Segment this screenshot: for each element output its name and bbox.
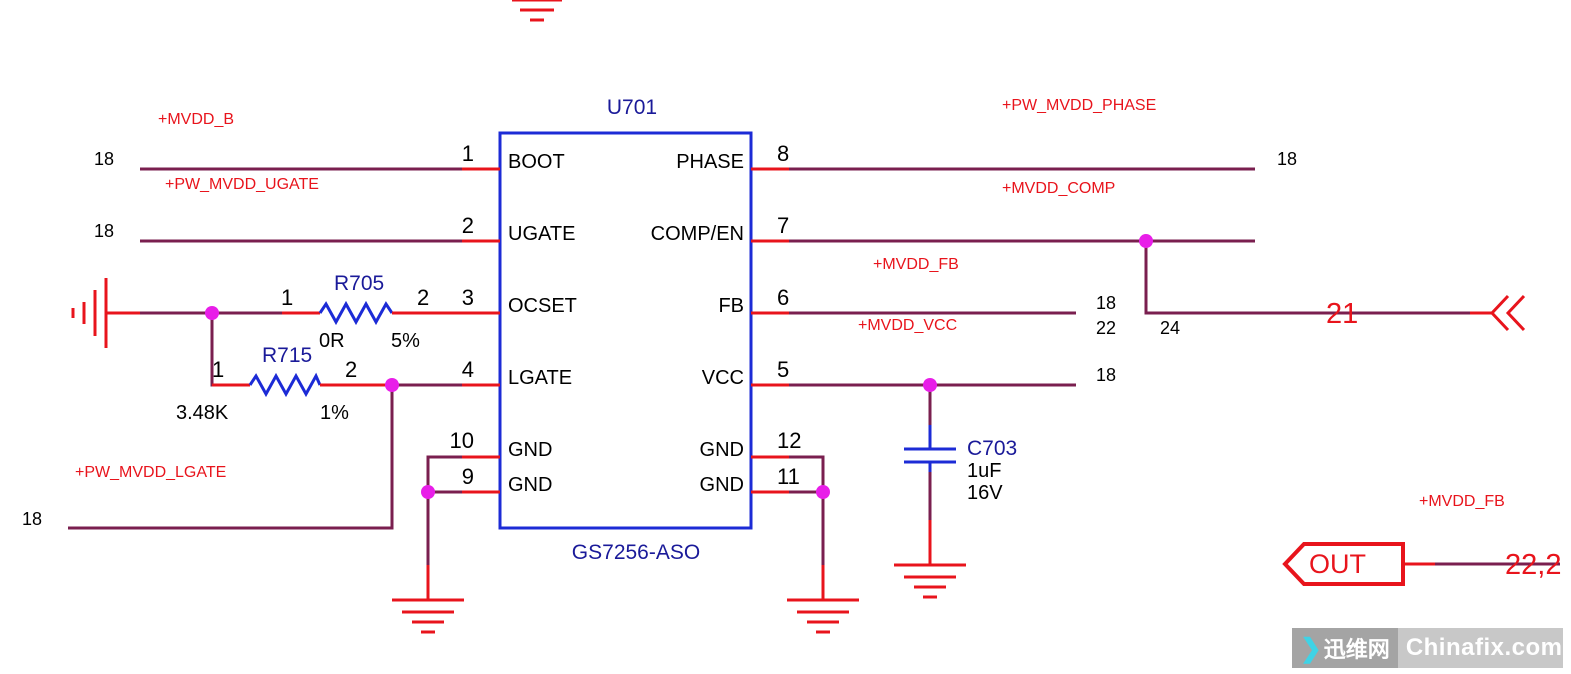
c703-ref: C703	[967, 437, 1017, 460]
sheet-ref-ugate: 18	[94, 221, 114, 241]
pin-name-boot: BOOT	[508, 151, 565, 173]
sheet-ref-boot: 18	[94, 149, 114, 169]
sheet-ref-out-big: 22,2	[1505, 549, 1561, 581]
ic-body	[498, 131, 753, 530]
net-label-mvdd-comp: +MVDD_COMP	[1002, 180, 1115, 197]
chip-part: GS7256-ASO	[572, 541, 700, 564]
sheet-ref-fb-b: 22	[1096, 318, 1116, 338]
junction-vcc	[923, 378, 937, 392]
pin-num-7: 7	[777, 213, 789, 238]
sheet-ref-comp: 24	[1160, 318, 1180, 338]
pin-name-ocset: OCSET	[508, 295, 577, 317]
sheet-ref-comp-big: 21	[1326, 298, 1358, 330]
pin-name-gnd-10: GND	[508, 439, 552, 461]
resistor-r705	[282, 300, 462, 326]
out-port-label: OUT	[1309, 549, 1366, 579]
ground-symbol-top	[512, 0, 562, 22]
net-label-mvdd-vcc: +MVDD_VCC	[858, 317, 957, 334]
c703-value: 1uF	[967, 460, 1001, 482]
pin-name-lgate: LGATE	[508, 367, 572, 389]
sheet-ref-fb-a: 18	[1096, 293, 1116, 313]
junction-lgate	[385, 378, 399, 392]
pin-num-9: 9	[462, 464, 474, 489]
r705-pin1: 1	[281, 285, 293, 310]
pin-name-gnd-12: GND	[700, 439, 744, 461]
pin-num-11: 11	[777, 464, 800, 489]
ground-symbol-left	[392, 598, 464, 634]
pin-num-8: 8	[777, 141, 789, 166]
pin-name-gnd-9: GND	[508, 474, 552, 496]
pin-name-ugate: UGATE	[508, 223, 575, 245]
chassis-ground-symbol	[71, 278, 108, 348]
wire-pw-lgate	[68, 385, 394, 530]
pin-num-3: 3	[462, 285, 474, 310]
pin-num-1: 1	[462, 141, 474, 166]
net-label-mvdd-fb-out: +MVDD_FB	[1419, 493, 1505, 510]
pin-name-comp-en: COMP/EN	[651, 223, 744, 245]
r715-ref: R715	[262, 344, 312, 367]
wire-gnd-left	[426, 455, 462, 565]
pin-num-12: 12	[777, 428, 801, 453]
pin-name-fb: FB	[718, 295, 744, 317]
pin-num-2: 2	[462, 213, 474, 238]
r705-tolerance: 5%	[391, 330, 420, 352]
out-port	[1282, 542, 1405, 586]
c703-voltage: 16V	[967, 482, 1003, 504]
capacitor-c703	[904, 425, 956, 472]
pin-num-5: 5	[777, 357, 789, 382]
net-label-mvdd-fb: +MVDD_FB	[873, 256, 959, 273]
net-label-pw-mvdd-phase: +PW_MVDD_PHASE	[1002, 97, 1156, 114]
junction-comp	[1139, 234, 1153, 248]
pin-name-gnd-11: GND	[700, 474, 744, 496]
r705-ref: R705	[334, 272, 384, 295]
ground-symbol-right	[787, 598, 859, 634]
r715-pin1: 1	[212, 357, 224, 382]
pin-num-4: 4	[462, 357, 474, 382]
net-label-pw-mvdd-lgate: +PW_MVDD_LGATE	[75, 464, 226, 481]
r705-pin2: 2	[417, 285, 429, 310]
ground-symbol-cap	[894, 563, 966, 599]
sheet-ref-lgate: 18	[22, 509, 42, 529]
sheet-ref-phase: 18	[1277, 149, 1297, 169]
watermark-badge: ❯ 迅维网	[1292, 628, 1398, 668]
junction-ocset	[205, 306, 219, 320]
chip-ref: U701	[607, 96, 657, 119]
watermark-brand-en: Chinafix.com	[1405, 634, 1563, 661]
junction-gnd-left	[421, 485, 435, 499]
wire-gnd-right	[789, 455, 825, 565]
junction-gnd-right	[816, 485, 830, 499]
watermark: ❯ 迅维网 Chinafix.com	[1292, 628, 1563, 668]
resistor-r715	[212, 372, 392, 398]
pin-name-phase: PHASE	[676, 151, 744, 173]
r715-tolerance: 1%	[320, 402, 349, 424]
watermark-brand-cn: 迅维网	[1323, 637, 1390, 662]
net-label-pw-mvdd-ugate: +PW_MVDD_UGATE	[165, 176, 319, 193]
pin-name-vcc: VCC	[702, 367, 744, 389]
net-label-mvdd-b: +MVDD_B	[158, 111, 234, 128]
r715-value: 3.48K	[176, 402, 229, 424]
r715-pin2: 2	[345, 357, 357, 382]
r705-value: 0R	[319, 330, 345, 352]
pin-num-10: 10	[450, 428, 474, 453]
sheet-ref-vcc: 18	[1096, 365, 1116, 385]
pin-num-6: 6	[777, 285, 789, 310]
offpage-connector-comp	[1489, 294, 1526, 332]
watermark-arrow-icon: ❯	[1300, 632, 1322, 663]
wire-comp-branch	[1144, 241, 1470, 315]
